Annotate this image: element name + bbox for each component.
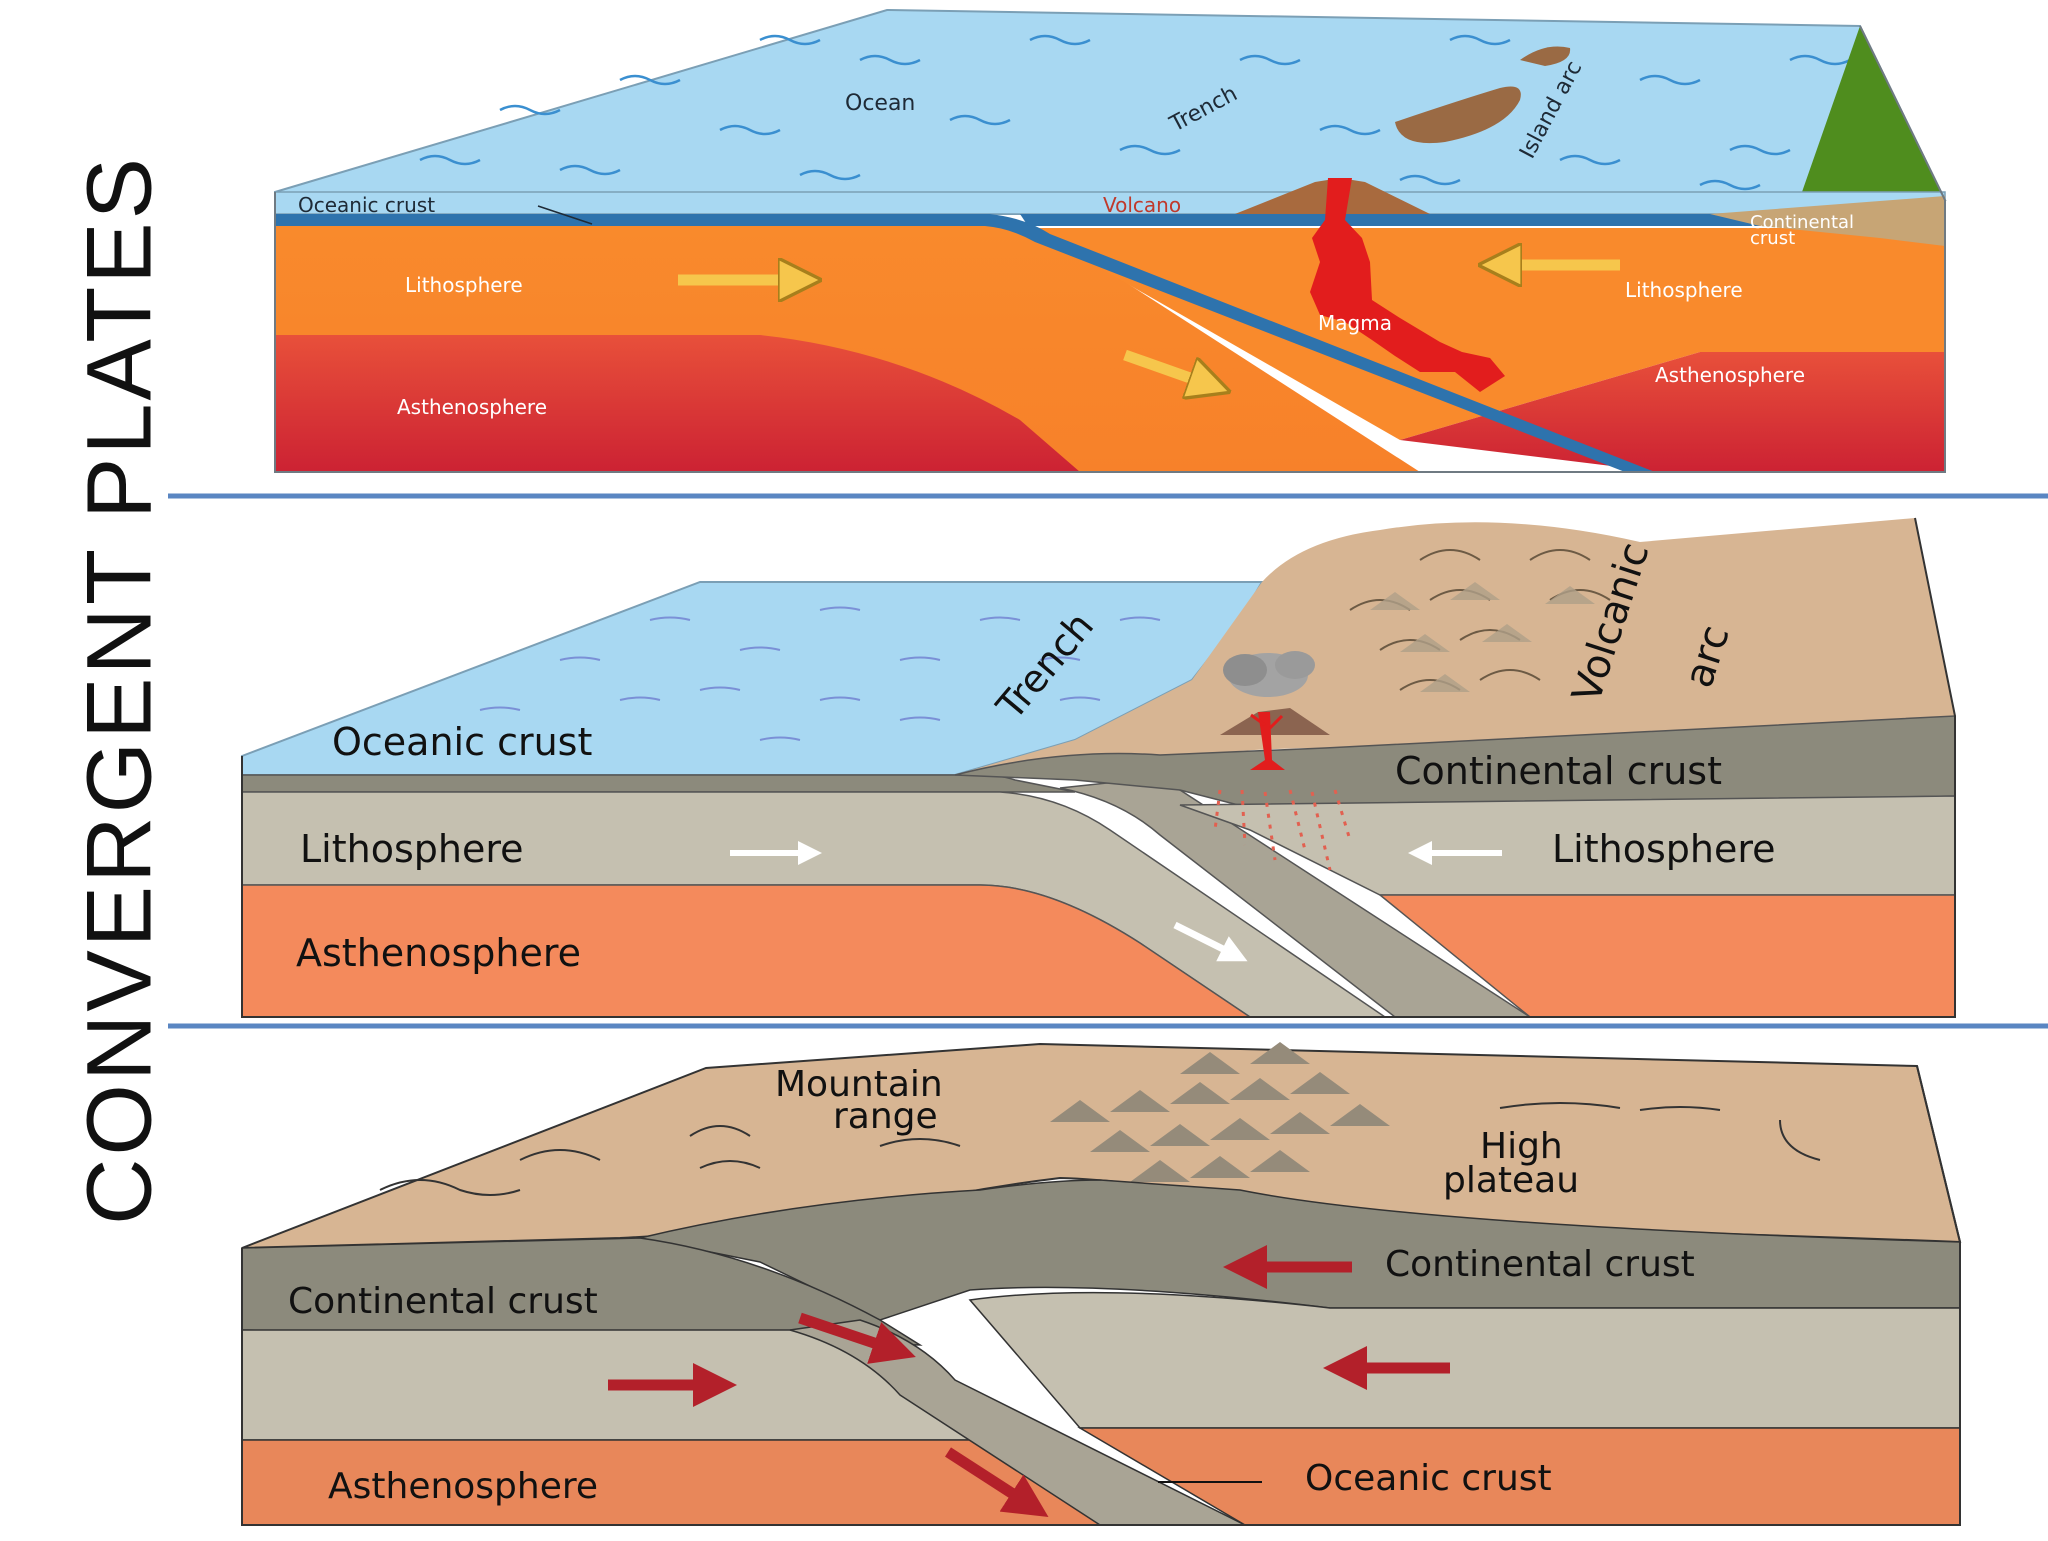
ocean-surface — [274, 8, 1947, 215]
oceanic-crust-label: Oceanic crust — [1305, 1458, 1552, 1499]
lithosphere-left-label: Lithosphere — [405, 273, 523, 297]
mountain-peaks — [1050, 1042, 1390, 1182]
lithosphere-right — [1030, 228, 1945, 440]
slab-arrow-down — [1123, 349, 1210, 385]
panel1-outline — [274, 25, 1946, 473]
high-plateau-label-2: plateau — [1443, 1160, 1579, 1201]
asthenosphere-left — [241, 884, 1253, 1018]
panel3-outline — [241, 1065, 1961, 1526]
oceanic-crust-label: Oceanic crust — [298, 193, 435, 217]
lithosphere-right — [968, 1291, 1961, 1429]
magma-plume — [1310, 178, 1505, 392]
continental-crust-right-label: Continental crust — [1385, 1244, 1695, 1285]
lithosphere-right-label: Lithosphere — [1552, 827, 1776, 871]
continental-crust-wedge — [1710, 196, 1945, 246]
lithosphere-left-label: Lithosphere — [300, 827, 524, 871]
continental-crust-label-2: crust — [1750, 228, 1795, 249]
continental-crust-left-label: Continental crust — [288, 1281, 598, 1322]
continental-crust-left — [241, 1237, 923, 1346]
magma-conduit — [1250, 712, 1285, 770]
continent-land-surface — [955, 518, 1955, 775]
lithosphere-right-label: Lithosphere — [1625, 278, 1743, 302]
magma-branch — [1250, 713, 1284, 730]
overriding-crust-top — [639, 1179, 1961, 1321]
magma-droplets — [1213, 789, 1352, 871]
asthenosphere-label: Asthenosphere — [328, 1466, 598, 1507]
overriding-crust — [1020, 214, 1945, 226]
panel-oceanic-oceanic: Ocean Trench Island arc Oceanic crust Vo… — [274, 8, 1947, 473]
ocean-wave-strokes — [479, 606, 1161, 741]
eruption-cloud-puff — [1223, 654, 1267, 686]
continent-forest — [1795, 26, 1945, 212]
mountain-range-label-1: Mountain — [775, 1064, 943, 1105]
asthenosphere-left — [275, 335, 1080, 472]
asthenosphere-left-label: Asthenosphere — [397, 395, 547, 419]
slab-arrow-down — [1173, 921, 1248, 962]
mountain-range-label-2: range — [833, 1096, 938, 1137]
panel2-outline — [241, 517, 1956, 1018]
slab-arrow-lower — [945, 1447, 1049, 1517]
eruption-cloud-puff — [1275, 651, 1315, 679]
asthenosphere-right-label: Asthenosphere — [1655, 363, 1805, 387]
high-plateau-label-1: High — [1480, 1126, 1563, 1167]
oceanic-crust-leader — [537, 205, 593, 225]
ocean-wave-strokes — [419, 34, 1851, 191]
volcanic-arc-peaks — [1370, 582, 1595, 692]
oceanic-crust-label: Oceanic crust — [332, 720, 592, 764]
volcano-label: Volcano — [1103, 193, 1181, 217]
asthenosphere-label: Asthenosphere — [296, 931, 581, 975]
slab-arrow-upper — [798, 1312, 916, 1364]
panel-continental-continental: Mountain range High plateau Continental … — [241, 1042, 1962, 1526]
continental-crust-label-1: Continental — [1750, 212, 1854, 233]
plateau-contours — [379, 1102, 1821, 1196]
magma-label: Magma — [1318, 311, 1392, 335]
island-arc-landmass — [1395, 86, 1521, 144]
asthenosphere-right — [1400, 352, 1945, 472]
page-title: CONVERGENT PLATES — [68, 154, 171, 1226]
ocean-label: Ocean — [845, 91, 915, 116]
panel-oceanic-continental: Trench Volcanic arc Oceanic crust Contin… — [241, 517, 1956, 1018]
oceanic-crust-strip — [241, 773, 1076, 793]
continental-crust-label: Continental crust — [1395, 749, 1722, 793]
island-arc-islet — [1520, 46, 1571, 66]
